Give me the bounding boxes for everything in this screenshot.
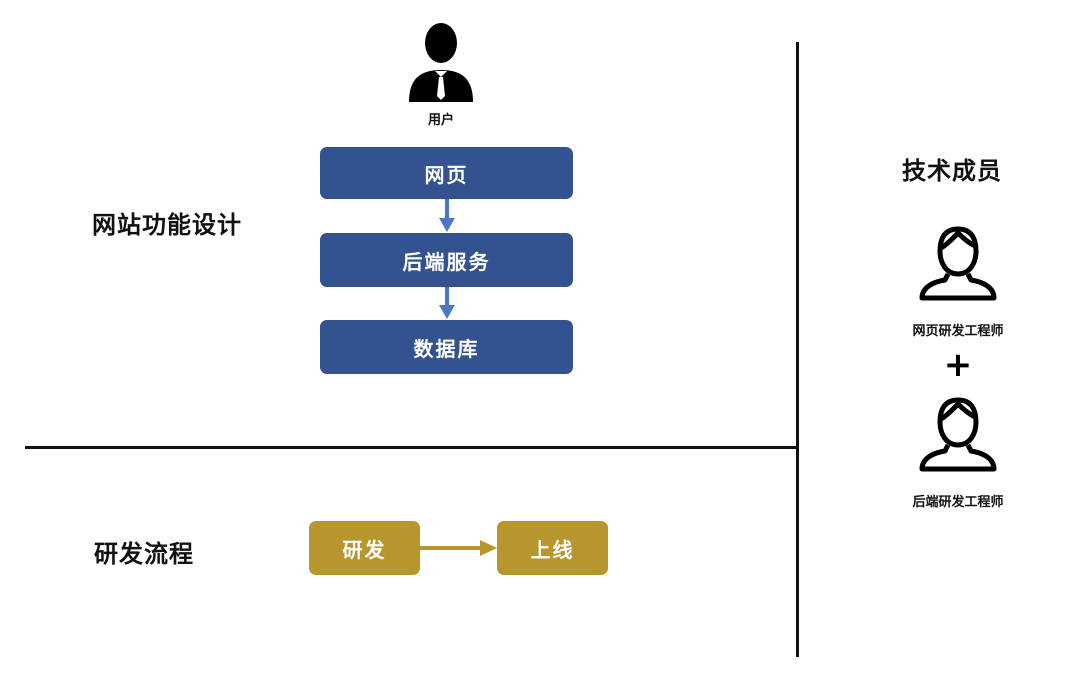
arrow-right-icon	[420, 540, 497, 556]
vertical-divider	[796, 42, 799, 657]
process-box-launch: 上线	[497, 521, 608, 575]
person-outline-icon	[919, 397, 997, 472]
horizontal-divider	[25, 446, 798, 449]
flow-box-database: 数据库	[320, 320, 573, 374]
plus-sign: +	[943, 345, 973, 385]
tech-members-title: 技术成员	[902, 156, 1002, 185]
arrow-down-icon	[439, 199, 455, 232]
flow-box-webpage: 网页	[320, 147, 573, 199]
member-role-web: 网页研发工程师	[912, 324, 1004, 339]
user-silhouette-icon	[409, 23, 473, 102]
arrow-down-icon	[439, 287, 455, 319]
person-outline-icon	[919, 226, 997, 301]
flow-box-backend: 后端服务	[320, 233, 573, 287]
process-box-dev: 研发	[309, 521, 420, 575]
member-role-backend: 后端研发工程师	[912, 495, 1004, 510]
user-label: 用户	[427, 113, 454, 128]
website-design-title: 网站功能设计	[92, 210, 242, 239]
dev-process-title: 研发流程	[94, 539, 194, 568]
